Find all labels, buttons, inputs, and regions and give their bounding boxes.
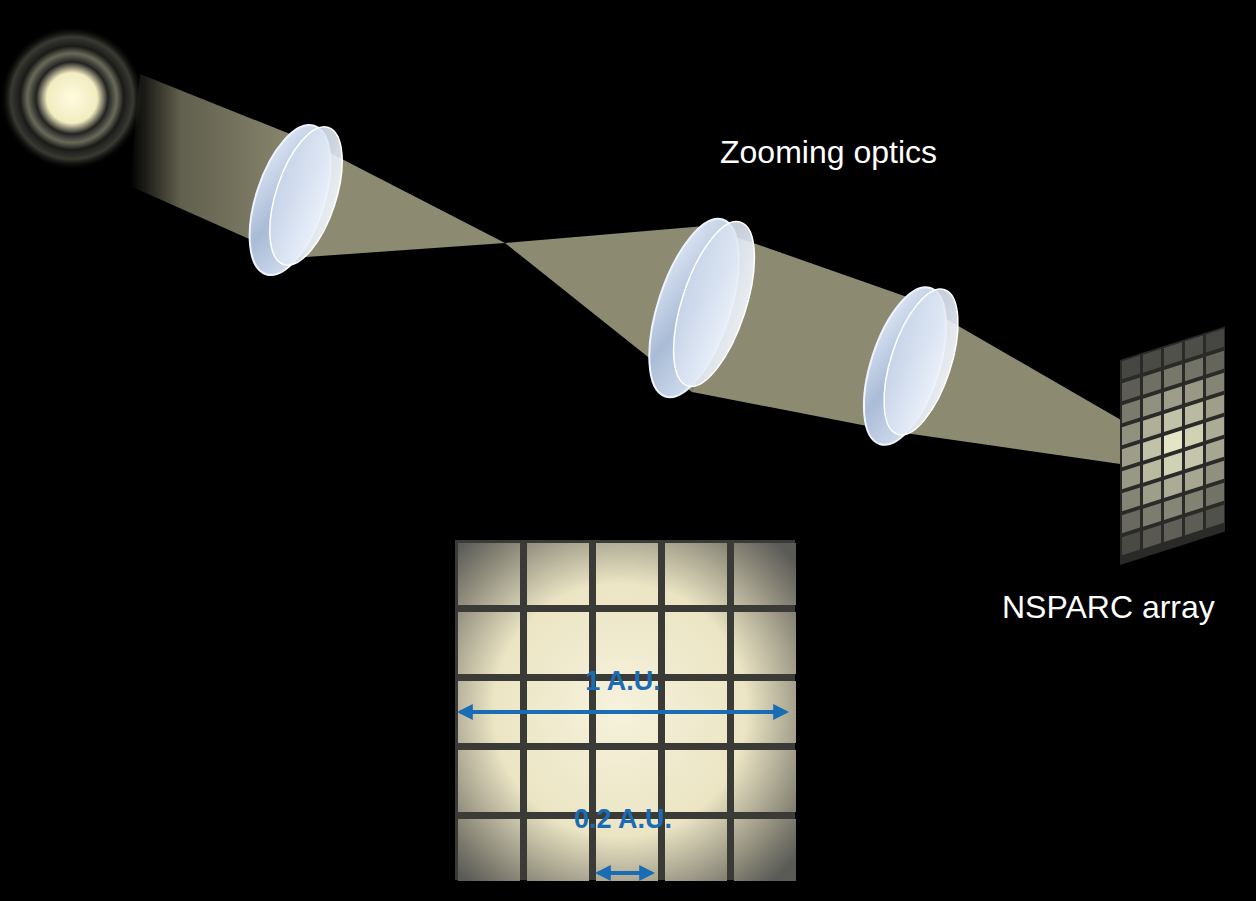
pixel-cell [1164, 474, 1182, 498]
pixel-cell [1164, 518, 1182, 542]
pixel-cell [1122, 422, 1140, 446]
pixel-cell [1143, 459, 1161, 483]
pixel-cell [665, 543, 727, 605]
pixel-cell [1206, 329, 1224, 353]
pixel-cell [1164, 408, 1182, 432]
pixel-cell [1143, 525, 1161, 549]
pixel-cell [458, 543, 520, 605]
pixel-cell [1122, 466, 1140, 490]
lens [847, 278, 973, 455]
pixel-cell [1164, 496, 1182, 520]
pixel-cell [1185, 489, 1203, 513]
pixel-cell [1164, 452, 1182, 476]
pixel-cell [1143, 349, 1161, 373]
pixel-cell [1164, 430, 1182, 454]
pixel-cell [1164, 386, 1182, 410]
pixel-cell [1206, 351, 1224, 375]
lens [631, 208, 771, 407]
pixel-cell [1185, 511, 1203, 535]
pixel-cell [1206, 439, 1224, 463]
dimension-label: 0.2 A.U. [574, 804, 672, 835]
pixel-cell [458, 750, 520, 812]
pixel-cell [1143, 503, 1161, 527]
pixel-cell [1185, 335, 1203, 359]
pixel-cell [1185, 357, 1203, 381]
pixel-cell [1122, 356, 1140, 380]
pixel-cell [1206, 395, 1224, 419]
pixel-cell [1185, 401, 1203, 425]
pixel-cell [1143, 393, 1161, 417]
pixel-cell [734, 612, 796, 674]
pixel-cell [527, 750, 589, 812]
pixel-cell [1122, 444, 1140, 468]
pixel-cell [527, 543, 589, 605]
pixel-cell [596, 543, 658, 605]
dimension-arrow [598, 871, 652, 875]
pixel-cell [1122, 510, 1140, 534]
pixel-cell [596, 612, 658, 674]
pixel-cell [1185, 423, 1203, 447]
pixel-cell [1185, 379, 1203, 403]
pixel-cell [1143, 371, 1161, 395]
pixel-cell [1206, 483, 1224, 507]
detector-inset [455, 540, 796, 881]
pixel-cell [1122, 400, 1140, 424]
dimension-arrow [460, 710, 786, 714]
optics-label: Zooming optics [720, 134, 937, 171]
pixel-cell [1122, 532, 1140, 556]
pixel-cell [1164, 342, 1182, 366]
pixel-cell [734, 750, 796, 812]
array-label: NSPARC array [1002, 589, 1215, 626]
lens [234, 115, 357, 284]
pixel-cell [458, 819, 520, 881]
pixel-cell [1185, 445, 1203, 469]
pixel-cell [1206, 461, 1224, 485]
light-source [0, 26, 144, 170]
pixel-cell [596, 750, 658, 812]
pixel-cell [734, 819, 796, 881]
pixel-cell [458, 612, 520, 674]
pixel-cell [1143, 437, 1161, 461]
pixel-cell [1143, 415, 1161, 439]
pixel-cell [665, 819, 727, 881]
pixel-cell [1143, 481, 1161, 505]
pixel-cell [1122, 488, 1140, 512]
pixel-cell [1206, 505, 1224, 529]
pixel-cell [1206, 417, 1224, 441]
pixel-cell [665, 612, 727, 674]
detector-array [1120, 326, 1225, 565]
pixel-cell [665, 750, 727, 812]
pixel-cell [1164, 364, 1182, 388]
dimension-label: 1 A.U. [585, 666, 661, 697]
pixel-cell [1122, 378, 1140, 402]
light-beam [130, 74, 1166, 470]
pixel-cell [527, 612, 589, 674]
pixel-cell [1206, 373, 1224, 397]
pixel-cell [1185, 467, 1203, 491]
pixel-cell [734, 543, 796, 605]
